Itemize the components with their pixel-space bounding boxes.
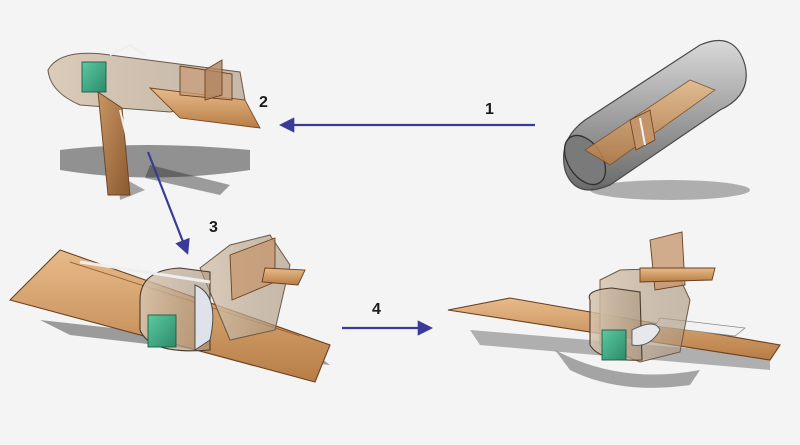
step-label-3: 3 [209, 219, 218, 236]
stage-2-shadow-tail [145, 165, 230, 195]
step-label-1: 1 [485, 101, 494, 118]
process-arrows [146, 117, 535, 336]
stage-3-propeller-disk [194, 284, 214, 351]
tube-servo-arm [639, 117, 646, 146]
stage-4-servo [601, 329, 627, 361]
stage-4-assembly [447, 231, 781, 388]
step-label-4: 4 [372, 301, 381, 318]
stage-4-propeller [631, 323, 661, 346]
stage-2-pushrod [119, 109, 127, 136]
stage-3-stabilizer [261, 267, 306, 286]
stage-2-servo [81, 61, 107, 93]
stage-3-assembly: 3 [8, 219, 331, 383]
stage-4-stabilizer [639, 267, 716, 283]
stage-4-shadow-body [555, 350, 700, 388]
step-label-2: 2 [259, 94, 268, 111]
stage-2-fuselage: 2 [47, 43, 268, 200]
stage-2-wire [109, 43, 146, 56]
tube-shadow [590, 180, 750, 200]
stage-3-servo [147, 314, 177, 348]
stage-1-tube [563, 39, 750, 200]
stage-3-rail [79, 260, 211, 284]
arrow-3 [146, 151, 190, 255]
stage-2-fin [204, 59, 223, 101]
